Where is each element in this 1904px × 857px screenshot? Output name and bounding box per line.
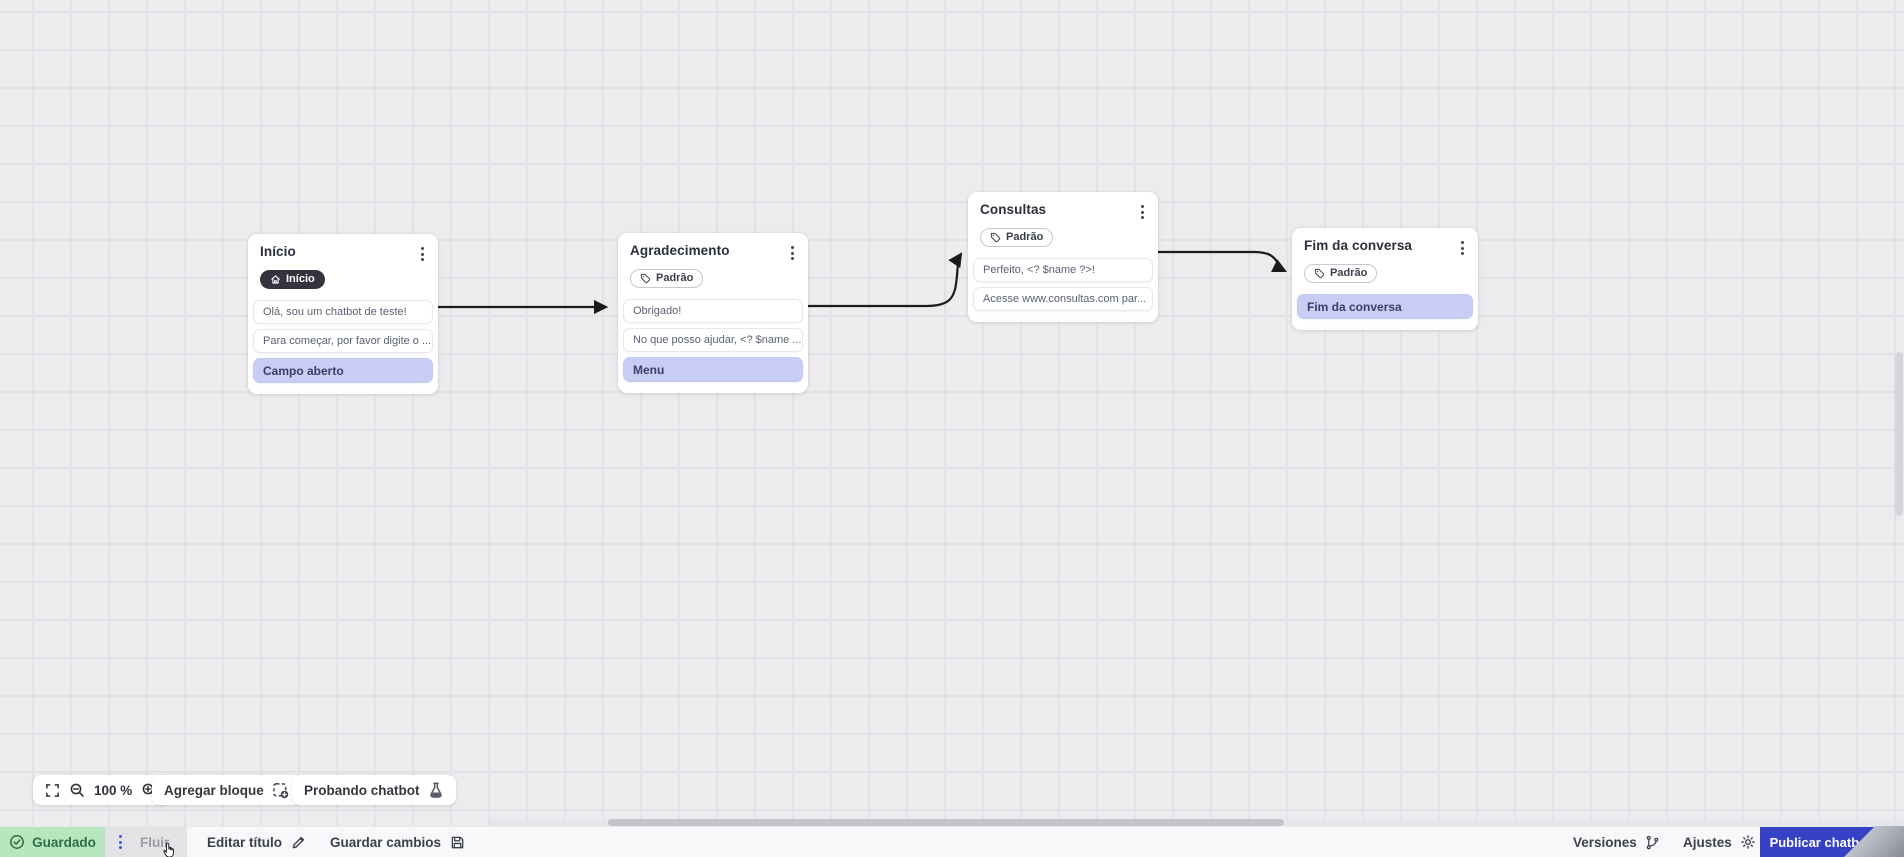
- node-header: Consultas: [968, 202, 1158, 222]
- zoom-out-icon[interactable]: [69, 782, 85, 798]
- node-agradecimento[interactable]: Agradecimento Padrão Obrigado! No que po…: [618, 233, 808, 393]
- kebab-menu-icon[interactable]: [1139, 202, 1146, 222]
- tab-flow[interactable]: Fluir: [105, 827, 187, 857]
- settings-button[interactable]: Ajustes: [1683, 827, 1756, 857]
- open-field-block[interactable]: Campo aberto: [253, 357, 433, 383]
- connector-agradecimento-consultas: [803, 252, 963, 308]
- connector-consultas-fim: [1153, 250, 1287, 272]
- edit-title-button[interactable]: Editar título: [207, 827, 306, 857]
- node-header: Agradecimento: [618, 243, 808, 263]
- end-conversation-block[interactable]: Fim da conversa: [1297, 293, 1473, 319]
- versions-label: Versiones: [1573, 834, 1637, 850]
- zoom-toolbar: 100 %: [33, 775, 170, 805]
- node-title: Início: [260, 244, 296, 259]
- badge-label: Padrão: [1006, 231, 1044, 243]
- zoom-level: 100 %: [94, 782, 133, 798]
- add-block-icon: [272, 782, 289, 799]
- save-changes-button[interactable]: Guardar cambios: [330, 827, 465, 857]
- flow-tab-label: Fluir: [140, 834, 170, 850]
- message-block[interactable]: Perfeito, <? $name ?>!: [973, 257, 1153, 282]
- versions-button[interactable]: Versiones: [1573, 827, 1660, 857]
- message-block[interactable]: Para começar, por favor digite o ...: [253, 328, 433, 353]
- add-block-label: Agregar bloque: [164, 782, 264, 798]
- message-block[interactable]: Obrigado!: [623, 298, 803, 323]
- kebab-menu-icon[interactable]: [789, 243, 796, 263]
- settings-label: Ajustes: [1683, 834, 1732, 850]
- saved-status-badge: Guardado: [0, 827, 105, 857]
- tag-icon: [1314, 268, 1325, 279]
- message-block[interactable]: Olá, sou um chatbot de teste!: [253, 299, 433, 324]
- status-badge: Início: [260, 270, 325, 289]
- add-block-button[interactable]: Agregar bloque: [152, 775, 301, 805]
- horizontal-scrollbar-track[interactable]: [490, 819, 1904, 826]
- publish-label: Publicar chatbot: [1769, 834, 1872, 850]
- home-icon: [270, 274, 281, 285]
- fullscreen-icon[interactable]: [45, 783, 60, 798]
- node-inicio[interactable]: Início Início Olá, sou um chatbot de tes…: [248, 234, 438, 394]
- message-block[interactable]: No que posso ajudar, <? $name ...: [623, 327, 803, 352]
- test-chatbot-button[interactable]: Probando chatbot: [292, 775, 456, 805]
- test-chatbot-label: Probando chatbot: [304, 782, 420, 798]
- menu-block[interactable]: Menu: [623, 356, 803, 382]
- badge-label: Início: [286, 273, 315, 285]
- message-block[interactable]: Acesse www.consultas.com par...: [973, 286, 1153, 311]
- status-badge: Padrão: [980, 228, 1054, 247]
- status-badge: Padrão: [1304, 264, 1378, 283]
- tag-icon: [640, 273, 651, 284]
- node-title: Agradecimento: [630, 243, 730, 258]
- kebab-menu-icon[interactable]: [1459, 238, 1466, 258]
- node-header: Início: [248, 244, 438, 264]
- kebab-menu-icon[interactable]: [419, 244, 426, 264]
- save-icon: [450, 835, 465, 850]
- node-title: Consultas: [980, 202, 1047, 217]
- node-consultas[interactable]: Consultas Padrão Perfeito, <? $name ?>! …: [968, 192, 1158, 322]
- git-branch-icon: [1645, 835, 1660, 850]
- save-changes-label: Guardar cambios: [330, 834, 442, 850]
- node-header: Fim da conversa: [1292, 238, 1478, 258]
- badge-label: Padrão: [656, 272, 694, 284]
- saved-label: Guardado: [32, 834, 96, 850]
- badge-label: Padrão: [1330, 267, 1368, 279]
- vertical-scrollbar-thumb[interactable]: [1895, 352, 1903, 516]
- pencil-icon: [291, 835, 306, 850]
- node-title: Fim da conversa: [1304, 238, 1413, 253]
- status-badge: Padrão: [630, 269, 704, 288]
- check-circle-icon: [9, 834, 25, 850]
- flow-kebab-menu-icon[interactable]: [117, 832, 124, 852]
- edit-title-label: Editar título: [207, 834, 282, 850]
- node-fim-da-conversa[interactable]: Fim da conversa Padrão Fim da conversa: [1292, 228, 1478, 330]
- gear-icon: [1740, 834, 1756, 850]
- flask-icon: [428, 782, 444, 798]
- horizontal-scrollbar-thumb[interactable]: [608, 819, 1284, 826]
- tag-icon: [990, 232, 1001, 243]
- status-bar: Guardado Fluir Editar título Guardar cam…: [0, 826, 1904, 857]
